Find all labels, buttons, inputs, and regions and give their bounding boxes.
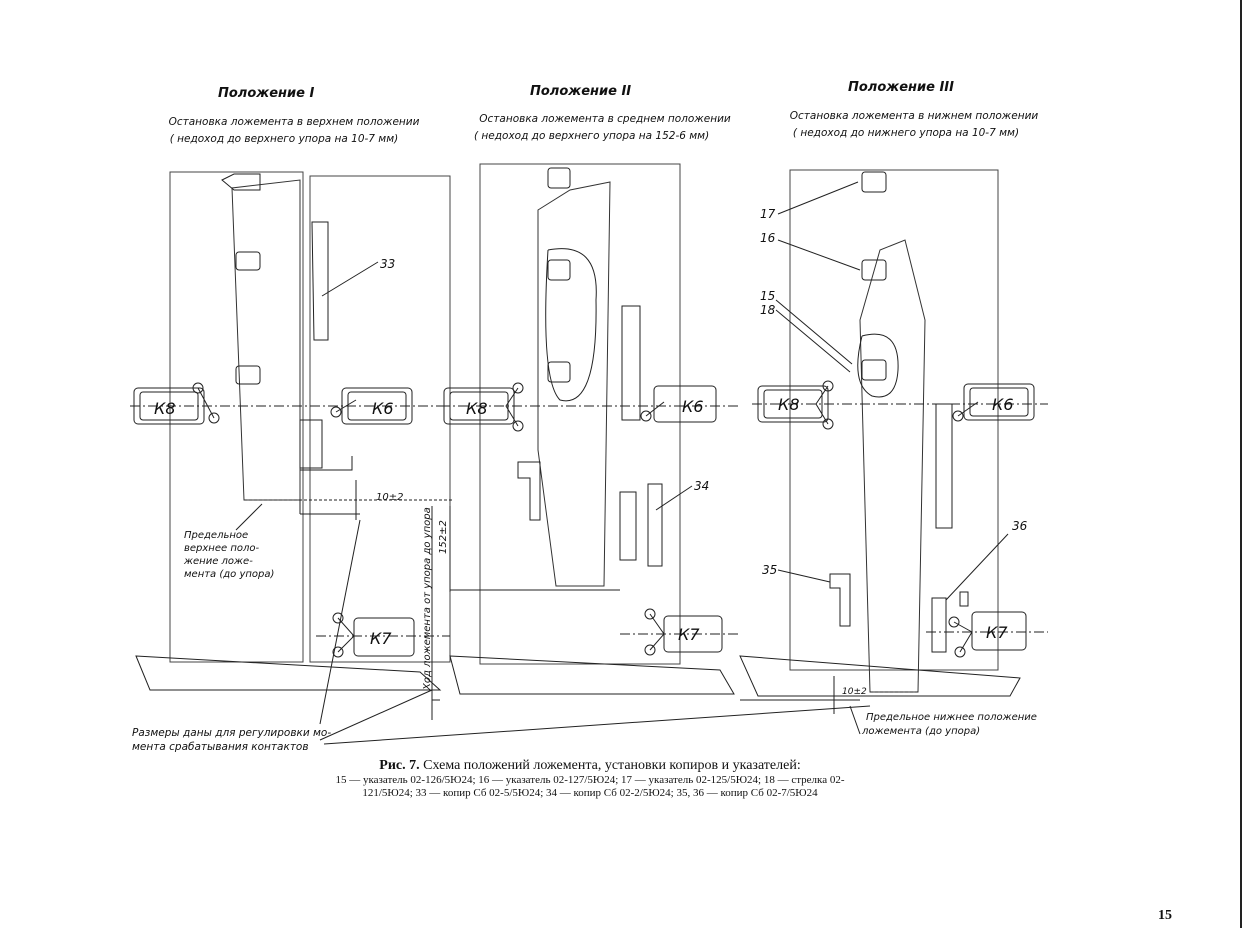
panel-position-1	[130, 171, 452, 691]
position-2-title: Положение II	[530, 84, 632, 99]
contact-k8-2	[443, 382, 524, 432]
position-2-line2: ( недоход до верхнего упора на 152-6 мм)	[474, 130, 710, 142]
note-upper-limit-3: жение ложе-	[183, 556, 253, 567]
cradle-body-2	[537, 181, 611, 587]
callout-34: 34	[694, 479, 709, 493]
callout-36: 36	[1012, 519, 1028, 533]
note-upper-limit-1: Предельное	[184, 530, 248, 541]
caption-title: Схема положений ложемента, установки коп…	[423, 758, 801, 773]
caption-title-line: Рис. 7. Схема положений ложемента, устан…	[320, 758, 860, 774]
label-k6-2: К6	[682, 397, 704, 416]
position-3-line2: ( недоход до нижнего упора на 10-7 мм)	[792, 127, 1020, 139]
label-k8-3: К8	[778, 395, 800, 414]
dim-10-bottom: 10±2	[842, 687, 867, 697]
position-2-line1: Остановка ложемента в среднем положении	[479, 113, 731, 125]
contact-k7-2	[644, 608, 723, 656]
position-3-title: Положение III	[848, 80, 954, 95]
label-k6-1: К6	[372, 399, 394, 418]
indicator-3a	[861, 171, 887, 193]
base-plate-3	[739, 655, 1021, 697]
callout-15: 15	[760, 289, 775, 303]
label-k7-1: К7	[370, 629, 392, 648]
callout-17: 17	[760, 207, 776, 221]
caption-body: 15 — указатель 02-126/5Ю24; 16 — указате…	[335, 774, 845, 799]
callout-18: 18	[760, 303, 776, 317]
note-lower-limit-1: Предельное нижнее положение	[866, 712, 1037, 723]
contact-k7-1	[332, 612, 415, 658]
contact-k6-3	[952, 383, 1035, 422]
indicator-3c	[861, 359, 887, 381]
indicator-2a	[547, 167, 571, 189]
indicator-2c	[547, 361, 571, 383]
label-k7-2: К7	[678, 625, 700, 644]
label-k7-3: К7	[986, 623, 1008, 642]
note-adjust-2: мента срабатывания контактов	[132, 741, 309, 753]
copier-35	[829, 573, 851, 627]
label-k8-1: К8	[154, 399, 176, 418]
page-edge-line	[1240, 0, 1242, 928]
dim-152: 152±2	[438, 520, 449, 554]
indicator-3b	[861, 259, 887, 281]
position-3-line1: Остановка ложемента в нижнем положении	[789, 110, 1039, 122]
base-plate-2	[449, 655, 735, 695]
contact-k6-2	[640, 385, 717, 423]
contact-k8-1	[133, 382, 220, 425]
copier-34	[619, 491, 637, 561]
position-1-line2: ( недоход до верхнего упора на 10-7 мм)	[169, 133, 399, 145]
contact-k7-3	[948, 611, 1027, 658]
note-adjust-1: Размеры даны для регулировки мо-	[132, 727, 331, 739]
copier-33	[311, 221, 329, 341]
note-upper-limit-2: верхнее поло-	[184, 543, 259, 554]
indicator-1a	[235, 251, 261, 271]
label-k6-3: К6	[992, 395, 1014, 414]
contact-k8-3	[757, 380, 834, 430]
caption-label: Рис. 7.	[379, 758, 420, 773]
note-lower-limit-2: ложемента (до упора)	[861, 726, 980, 737]
panel-position-2	[440, 163, 740, 695]
callout-16: 16	[760, 231, 776, 245]
position-1-line1: Остановка ложемента в верхнем положении	[168, 116, 420, 128]
page-number: 15	[1158, 908, 1172, 923]
label-k8-2: К8	[466, 399, 488, 418]
panel-position-3	[739, 169, 1048, 697]
cradle-body-1	[231, 179, 301, 501]
contact-k6-1	[330, 387, 413, 425]
cradle-body-3	[859, 239, 926, 693]
indicator-2b	[547, 259, 571, 281]
figure-caption: Рис. 7. Схема положений ложемента, устан…	[320, 758, 860, 800]
base-plate-1	[135, 655, 442, 691]
dim-10-top: 10±2	[376, 492, 403, 503]
copier-36	[931, 597, 947, 653]
position-1-title: Положение I	[218, 86, 315, 101]
note-travel: Ход ложемента от упора до упора	[422, 507, 433, 691]
callout-35: 35	[762, 563, 777, 577]
indicator-1b	[235, 365, 261, 385]
callout-33: 33	[380, 257, 395, 271]
note-upper-limit-4: мента (до упора)	[184, 569, 274, 580]
